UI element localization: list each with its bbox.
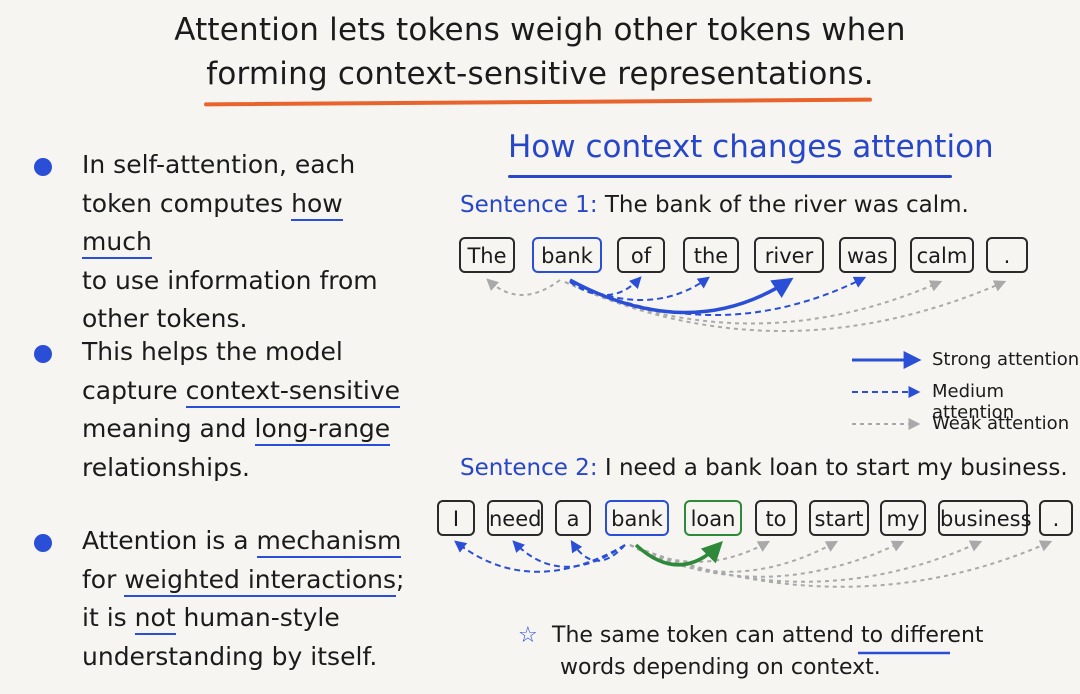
sentence-1: Sentence 1: The bank of the river was ca…: [460, 192, 969, 218]
bullet-2-line-3: meaning and long-range: [82, 410, 414, 449]
sentence-2-label: Sentence 2:: [460, 455, 598, 481]
sentence-1-label: Sentence 1:: [460, 192, 598, 218]
s1-weak-to-period: [564, 280, 1007, 332]
bullet-dot: [34, 534, 52, 552]
diagram-heading: How context changes attention: [508, 129, 994, 165]
title-line-2: forming context-sensitive representation…: [206, 56, 874, 92]
s1-token: .: [986, 237, 1028, 273]
underlined-weighted-interactions: weighted interactions: [124, 564, 397, 597]
bullet-dot: [34, 158, 52, 176]
bullet-3: Attention is a mechanism for weighted in…: [34, 522, 414, 676]
star-icon: ☆: [518, 623, 538, 648]
s2-token: a: [555, 500, 591, 536]
s1-token-bank: bank: [532, 237, 602, 273]
s2-token-bank: bank: [605, 500, 669, 536]
s2-weak-to-my: [629, 540, 905, 578]
s1-token: the: [683, 237, 739, 273]
s1-token: The: [459, 237, 515, 273]
bullet-3-line-1: Attention is a mechanism: [82, 522, 414, 561]
sentence-2: Sentence 2: I need a bank loan to start …: [460, 455, 1068, 481]
s2-strong-to-loan: [634, 540, 723, 567]
underlined-long-range: long-range: [254, 414, 391, 446]
s1-token: calm: [910, 237, 974, 273]
s1-token: river: [754, 237, 824, 273]
s2-token: need: [487, 500, 543, 536]
bullet-2: This helps the model capture context-sen…: [34, 333, 414, 487]
s2-token: .: [1039, 500, 1073, 536]
page-title: Attention lets tokens weigh other tokens…: [0, 8, 1080, 96]
sentence-1-text: The bank of the river was calm.: [597, 192, 969, 218]
s1-weak-to-calm: [564, 280, 943, 325]
s2-token: I: [437, 500, 475, 536]
underlined-not: not: [134, 603, 176, 635]
s2-medium-to-need: [512, 540, 626, 568]
legend-medium: Medium attention: [932, 381, 1015, 423]
s2-weak-to-business: [629, 540, 983, 583]
s2-token: business: [938, 500, 1032, 536]
s2-medium-to-a: [570, 539, 626, 562]
underlined-different: different: [890, 623, 984, 648]
bullet-1-line-4: other tokens.: [82, 304, 248, 333]
bullet-3-line-2: for weighted interactions;: [82, 561, 414, 600]
note-line-1: The same token can attend to different: [552, 623, 984, 648]
s2-weak-to-period: [629, 540, 1053, 588]
bullet-3-line-3: it is not human-style: [82, 599, 414, 638]
bullet-2-line-4: relationships.: [82, 452, 250, 482]
s1-medium-to-of: [569, 276, 642, 296]
legend-strong: Strong attention: [932, 349, 1080, 370]
bullet-3-line-4: understanding by itself.: [82, 641, 378, 671]
underlined-context-sensitive: context-sensitive: [185, 375, 401, 408]
title-line-1: Attention lets tokens weigh other tokens…: [174, 12, 906, 48]
sentence-2-text: I need a bank loan to start my business.: [597, 455, 1068, 481]
bullet-1-line-2: token computes how much: [82, 185, 414, 262]
bullet-1-line-1: In self-attention, each: [82, 150, 356, 179]
underlined-how-much: how much: [82, 188, 343, 259]
note-line-2: words depending on context.: [560, 655, 881, 680]
bullet-2-line-2: capture context-sensitive: [82, 372, 414, 411]
diagram-heading-underline: [508, 175, 952, 178]
bullet-dot: [34, 345, 52, 363]
s1-strong-to-river: [569, 277, 794, 315]
legend-weak: Weak attention: [932, 413, 1070, 434]
s1-token: of: [617, 237, 665, 273]
underlined-mechanism: mechanism: [256, 526, 402, 558]
s2-token: start: [809, 500, 869, 536]
s2-token: my: [880, 500, 926, 536]
bullet-1: In self-attention, each token computes h…: [34, 146, 414, 339]
bullet-2-line-1: This helps the model: [82, 337, 343, 366]
s2-token: to: [755, 500, 797, 536]
s2-token-loan: loan: [684, 500, 742, 536]
s1-token: was: [839, 237, 896, 273]
s1-weak-to-the: [486, 278, 561, 296]
bullet-1-line-3: to use information from: [82, 265, 378, 295]
s2-medium-to-I: [454, 540, 626, 573]
